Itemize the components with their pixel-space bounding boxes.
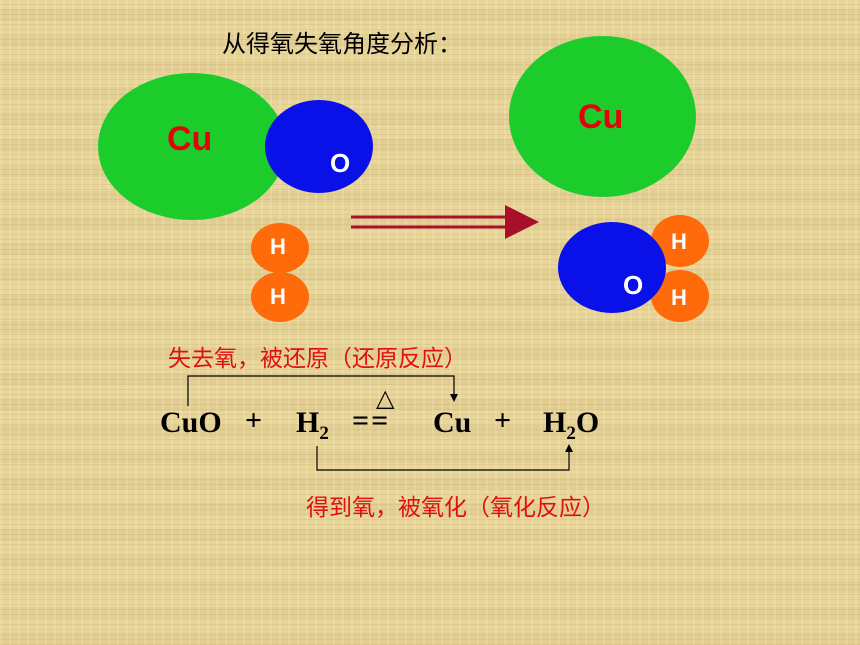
h2-symbol: H bbox=[296, 406, 320, 439]
reduction-annotation: 失去氧，被还原（还原反应） bbox=[168, 346, 467, 372]
equation-cu: Cu bbox=[433, 406, 472, 439]
hydrogen-label-product-2: H bbox=[671, 285, 687, 310]
reaction-arrow bbox=[351, 205, 539, 239]
oxidation-annotation: 得到氧，被氧化（氧化反应） bbox=[306, 495, 605, 521]
copper-label-product: Cu bbox=[578, 98, 624, 136]
oxygen-atom-reactant bbox=[265, 100, 373, 193]
equation-h2: H2 bbox=[296, 406, 329, 445]
equation-plus-1: + bbox=[245, 404, 263, 437]
equation-equals: == bbox=[352, 404, 391, 437]
equation-cuo: CuO bbox=[160, 406, 222, 439]
oxygen-label-product: O bbox=[623, 270, 644, 300]
copper-atom-product bbox=[509, 36, 696, 197]
h2o-o-symbol: O bbox=[575, 406, 600, 439]
copper-label-reactant: Cu bbox=[167, 120, 213, 158]
page-title: 从得氧失氧角度分析： bbox=[222, 30, 462, 58]
hydrogen-label-product-1: H bbox=[671, 229, 687, 254]
oxygen-label-reactant: O bbox=[330, 148, 351, 178]
hydrogen-label-reactant-1: H bbox=[270, 234, 286, 259]
copper-atom-reactant bbox=[98, 73, 286, 220]
oxygen-atom-product bbox=[558, 222, 666, 313]
hydrogen-label-reactant-2: H bbox=[270, 284, 286, 309]
h2-subscript: 2 bbox=[319, 423, 329, 444]
heat-condition-symbol: △ bbox=[376, 384, 395, 412]
hydrogen-atom-reactant-1 bbox=[251, 223, 309, 273]
h2o-h-symbol: H bbox=[543, 406, 567, 439]
equation-h2o: H2O bbox=[543, 406, 599, 445]
hydrogen-atom-reactant-2 bbox=[251, 272, 309, 322]
equation-plus-2: + bbox=[494, 404, 512, 437]
h2o-subscript: 2 bbox=[566, 423, 576, 444]
